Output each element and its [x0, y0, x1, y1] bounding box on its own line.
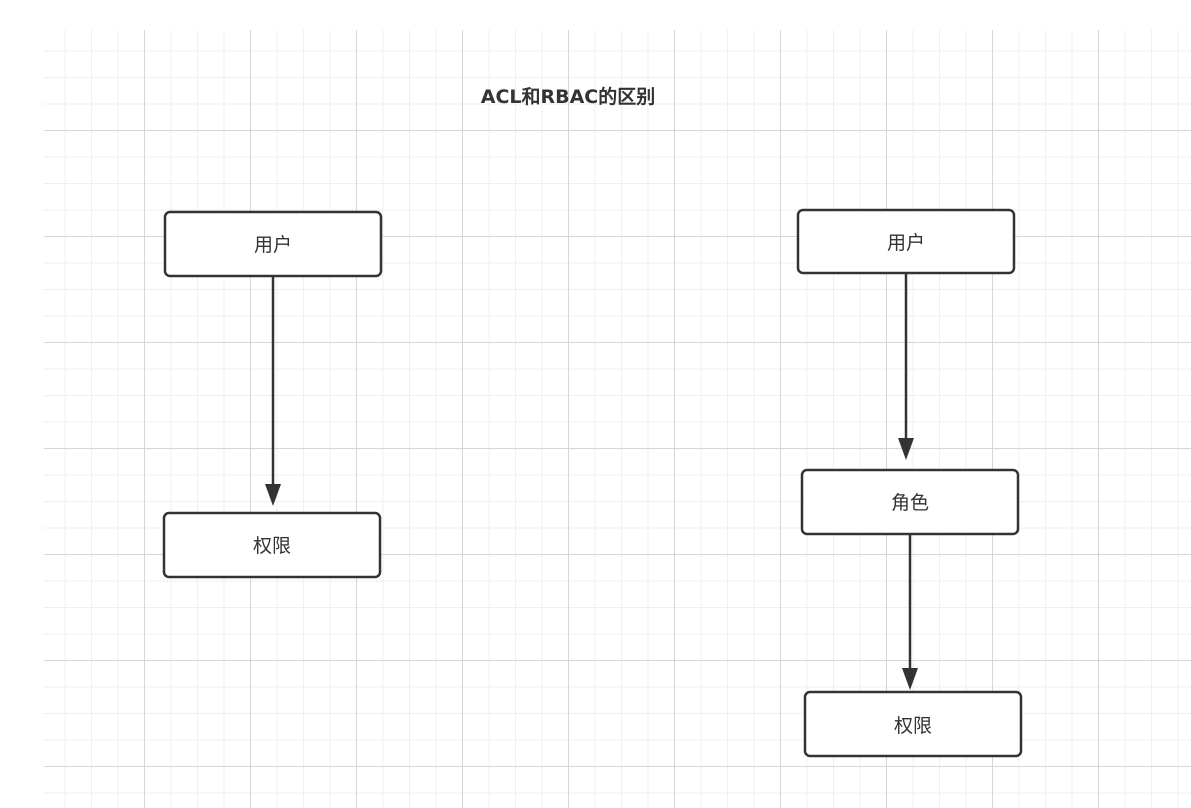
rbac-role-to-permission-edge[interactable]: [902, 535, 918, 690]
rbac-user-to-role-edge[interactable]: [898, 274, 914, 460]
rbac-role-node[interactable]: 角色: [800, 468, 1020, 536]
arrow-head-icon: [902, 668, 918, 690]
rbac-user-node[interactable]: 用户: [796, 208, 1016, 275]
acl-permission-node[interactable]: 权限: [162, 511, 382, 579]
grid-canvas: [44, 30, 1191, 808]
acl-user-label: 用户: [254, 234, 292, 256]
acl-user-node[interactable]: 用户: [163, 210, 383, 278]
rbac-permission-node[interactable]: 权限: [803, 690, 1023, 758]
arrow-head-icon: [898, 438, 914, 460]
rbac-role-label: 角色: [891, 492, 929, 514]
diagram-title: ACL和RBAC的区别: [480, 86, 656, 108]
rbac-user-label: 用户: [887, 232, 925, 254]
acl-user-to-permission-edge[interactable]: [265, 277, 281, 506]
acl-permission-label: 权限: [253, 535, 291, 557]
arrow-head-icon: [265, 484, 281, 506]
rbac-permission-label: 权限: [894, 715, 932, 737]
